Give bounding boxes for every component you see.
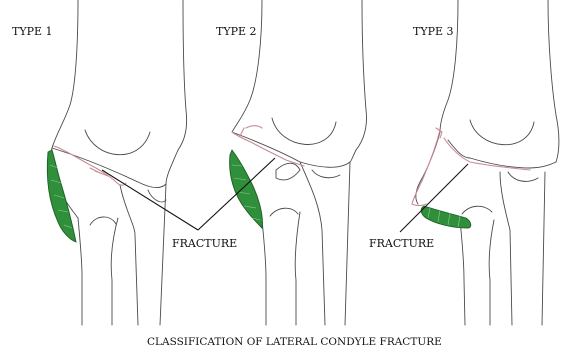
panel-type-3: TYPE 3 bbox=[412, 0, 559, 325]
panel-title-type-3: TYPE 3 bbox=[413, 25, 454, 38]
fracture-line-type-2 bbox=[232, 132, 304, 166]
elbow-bones-type-1 bbox=[50, 0, 187, 325]
leader-line-to-type-1 bbox=[102, 170, 198, 230]
fracture-leader-lines bbox=[102, 158, 468, 232]
fracture-line-type-3 bbox=[412, 130, 440, 206]
figure-caption: CLASSIFICATION OF LATERAL CONDYLE FRACTU… bbox=[147, 336, 442, 347]
panel-type-2: TYPE 2 bbox=[216, 0, 367, 325]
growth-plate-cartilage-type-3 bbox=[421, 206, 471, 228]
elbow-bones-type-2 bbox=[232, 0, 367, 325]
panel-title-type-1: TYPE 1 bbox=[12, 25, 53, 38]
elbow-bones-type-3 bbox=[416, 0, 559, 325]
panel-type-1: TYPE 1 bbox=[12, 0, 187, 325]
fracture-label-type-1-2: FRACTURE bbox=[172, 237, 237, 250]
growth-plate-cartilage-type-2 bbox=[230, 150, 263, 228]
fracture-label-type-3: FRACTURE bbox=[369, 237, 434, 250]
panel-title-type-2: TYPE 2 bbox=[216, 25, 257, 38]
